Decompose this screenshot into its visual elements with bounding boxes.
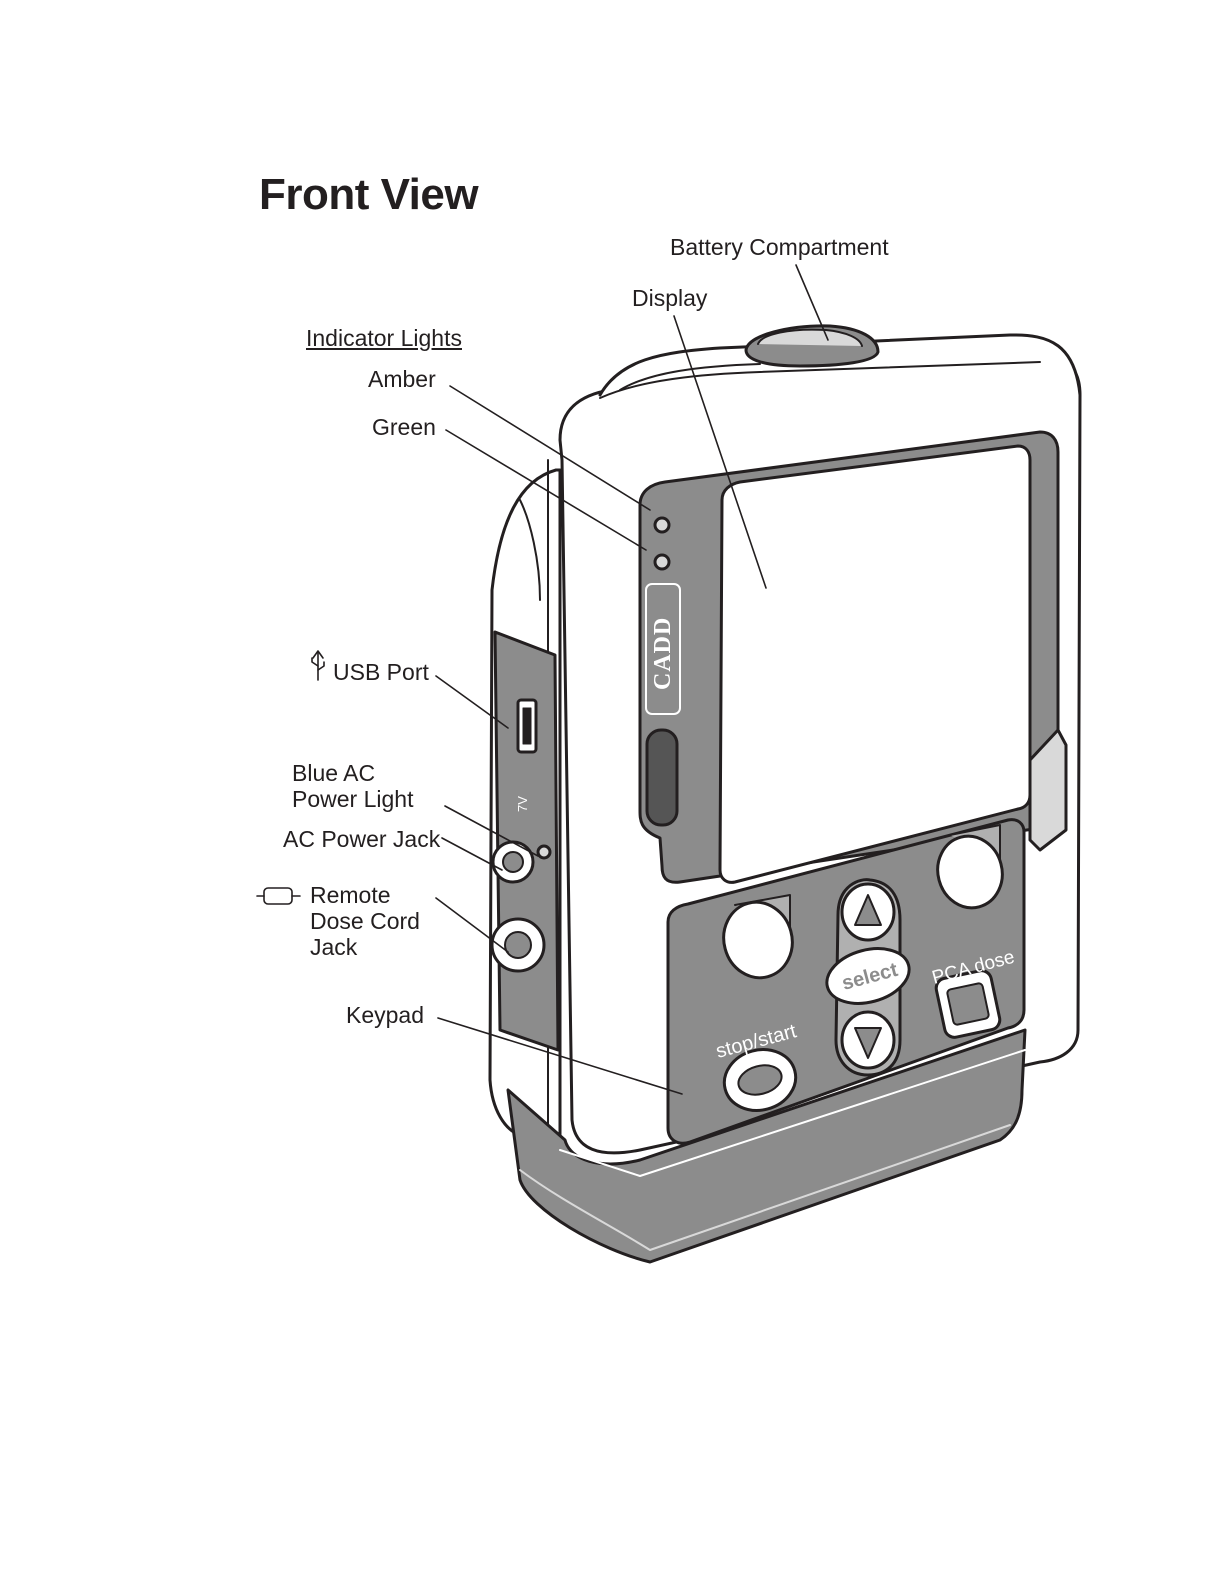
label-remote-line-2: Dose Cord — [310, 908, 420, 934]
label-remote-line-3: Jack — [310, 934, 420, 960]
label-remote-dose-cord-jack: Remote Dose Cord Jack — [310, 882, 420, 960]
usb-symbol-icon — [312, 651, 324, 680]
label-usb-port: USB Port — [333, 659, 429, 685]
label-blue-ac-power-light: Blue AC Power Light — [292, 760, 413, 812]
label-amber: Amber — [368, 366, 436, 392]
voltage-text: 7V — [515, 796, 530, 812]
side-port-panel — [495, 632, 558, 1050]
label-battery-compartment: Battery Compartment — [670, 234, 889, 260]
label-green: Green — [372, 414, 436, 440]
remote-cord-symbol-icon — [257, 888, 300, 904]
usb-port-inner — [523, 708, 531, 744]
green-indicator-light — [655, 555, 669, 569]
display-screen — [720, 446, 1030, 882]
dark-grip-pad — [647, 730, 677, 825]
label-keypad: Keypad — [346, 1002, 424, 1028]
amber-indicator-light — [655, 518, 669, 532]
blue-ac-power-light — [538, 846, 550, 858]
cadd-logo-text: CADD — [650, 617, 676, 690]
ac-power-jack-inner — [503, 852, 523, 872]
label-remote-line-1: Remote — [310, 882, 420, 908]
pca-dose-key-inner — [947, 983, 990, 1026]
label-display: Display — [632, 285, 707, 311]
label-blue-ac-power-light-line-1: Blue AC — [292, 760, 413, 786]
label-blue-ac-power-light-line-2: Power Light — [292, 786, 413, 812]
remote-dose-cord-jack-inner — [505, 932, 531, 958]
label-indicator-lights: Indicator Lights — [306, 325, 462, 351]
label-ac-power-jack: AC Power Jack — [283, 826, 440, 852]
